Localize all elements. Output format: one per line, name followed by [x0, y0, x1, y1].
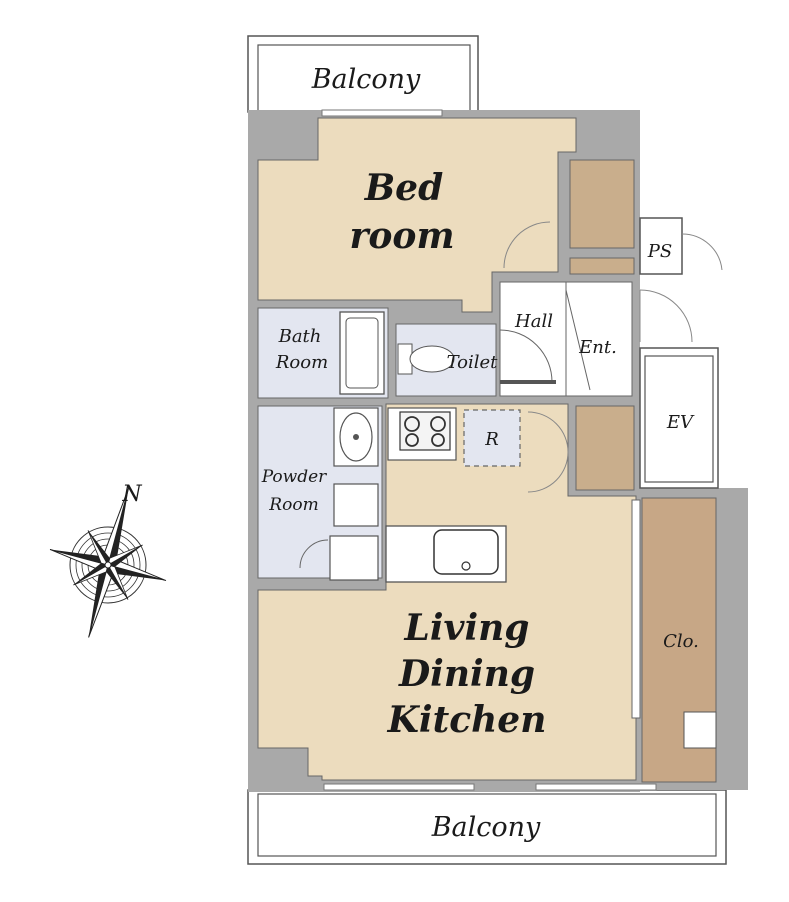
- washing-machine-space: [333, 483, 379, 527]
- entrance-floor: [565, 281, 633, 397]
- ldk-label-line2: Dining: [398, 653, 535, 695]
- powder-label-line2: Room: [268, 495, 318, 515]
- closet-label: Clo.: [663, 631, 699, 652]
- ev-label: EV: [666, 412, 695, 433]
- toilet-label: Toilet: [447, 352, 499, 373]
- stove-icon: [387, 407, 457, 461]
- ldk-label-line1: Living: [404, 607, 530, 649]
- balcony-bottom: [247, 789, 727, 865]
- hall-label: Hall: [514, 311, 553, 332]
- refrigerator-label: R: [484, 429, 499, 450]
- bedroom-label-line2: room: [349, 215, 454, 257]
- balcony-top-label: Balcony: [311, 64, 421, 95]
- elevator: [639, 347, 719, 489]
- bath-label-line1: Bath: [278, 326, 322, 347]
- hall-floor: [499, 281, 567, 397]
- bedroom-label-line1: Bed: [364, 167, 444, 209]
- compass-n-label: N: [121, 482, 142, 507]
- bedroom-closet-upper: [569, 159, 635, 249]
- ps-label: PS: [647, 241, 672, 262]
- bathtub-icon: [339, 311, 385, 395]
- washbasin-icon: [333, 407, 379, 467]
- ldk-label-line3: Kitchen: [387, 699, 547, 741]
- bedroom-closet-lower: [569, 257, 635, 275]
- bath-label-line2: Room: [275, 352, 328, 373]
- balcony-top: [247, 35, 479, 113]
- toilet-icon: [397, 343, 455, 375]
- bedroom-floor: [257, 117, 577, 313]
- pipe-space: [639, 217, 683, 275]
- entrance-label: Ent.: [578, 337, 617, 358]
- compass-rose-icon: N: [49, 482, 167, 638]
- refrigerator-space: [463, 409, 521, 467]
- powder-label-line1: Powder: [261, 467, 327, 487]
- balcony-bottom-label: Balcony: [431, 812, 541, 843]
- kitchen-sink-icon: [433, 529, 499, 575]
- entrance-storage: [575, 405, 635, 491]
